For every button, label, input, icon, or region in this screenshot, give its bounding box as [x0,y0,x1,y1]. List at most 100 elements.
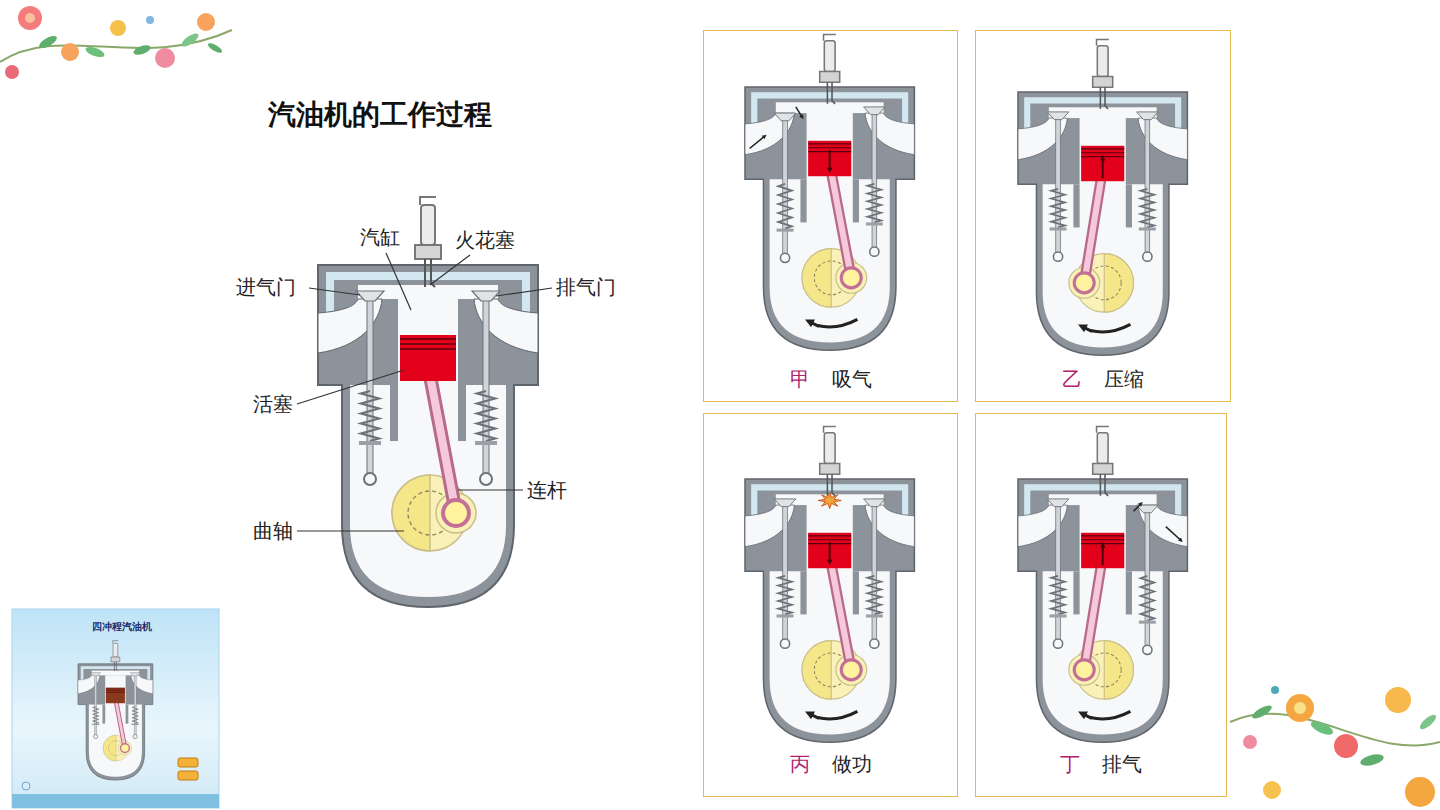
engine-part [113,643,118,657]
engine-part [783,500,788,640]
drawing-part [1271,686,1279,694]
engine-part [830,556,852,670]
panel-caption: 乙压缩 [976,367,1230,391]
engine-part [805,319,815,327]
engine-part [866,614,883,617]
engine-part [361,391,379,441]
engine-part [1056,113,1061,253]
engine-part [824,35,836,41]
panel-caption: 丙做功 [704,752,957,776]
engine-part [1084,169,1102,283]
engine-part [1100,155,1105,161]
engine-part [134,673,136,735]
engine-part [475,441,497,445]
engine-part [778,184,792,229]
drawing-part [1334,734,1358,758]
engine-part [1139,227,1156,230]
engine-part [118,741,132,755]
engine-part [115,698,125,748]
engine-part [870,639,879,648]
drawing-part [178,771,198,780]
engine-part [1050,614,1067,617]
engine-part [428,365,456,513]
drawing-part [458,489,523,490]
panel-letter: 甲 [790,367,810,391]
engine-part [1074,660,1094,680]
engine-part [853,571,859,614]
drawing-part [146,16,154,24]
engine-part [477,391,495,441]
engine-part [1093,77,1113,88]
engine-part [1140,189,1154,228]
engine-part [111,657,120,662]
engine-part [436,493,476,533]
engine-part [1178,537,1183,542]
engine-part [1069,267,1100,298]
engine-part [1104,254,1133,313]
engine-part [115,698,125,748]
engine-part [1102,159,1104,178]
engine-part [95,673,97,735]
engine-part [799,114,803,119]
drawing-part [309,288,360,295]
engine-part [805,711,815,719]
engine-part [131,724,138,725]
engine-part [1073,571,1079,614]
engine-part [820,72,840,83]
engine-part [1138,502,1143,507]
engine-part [392,475,430,551]
engine-part [1139,621,1156,624]
engine-part [1100,542,1105,548]
engine-part [472,291,500,301]
engine-part [836,262,867,293]
drawing-part [1405,777,1435,807]
engine-part [114,662,117,672]
engine-figure [1018,40,1187,356]
engine-part [1047,112,1069,120]
engine-part [1166,527,1180,540]
engine-part [867,576,881,615]
drawing-part [1309,718,1335,737]
engine-part [94,735,98,739]
engine-part [777,229,794,232]
engine-part [800,571,806,614]
engine-part [91,673,101,676]
engine-part [841,268,861,288]
engine-part [818,492,841,508]
engine-part [774,499,796,507]
drawing-part [61,43,79,61]
drawing-part [1286,694,1314,722]
engine-part [1084,169,1102,283]
stroke-panel: 乙压缩 [975,30,1231,402]
engine-part [817,711,857,719]
drawing-part [37,34,58,51]
engine-part [817,319,857,327]
panel-letter: 乙 [1062,367,1082,391]
engine-part [356,291,384,301]
engine-part [1097,46,1108,77]
engine-part [480,473,492,485]
engine-part [827,82,835,104]
engine-part [824,433,835,464]
engine-part [1100,87,1108,109]
engine-part [1126,184,1132,227]
stroke-panel: 丙做功 [703,413,958,797]
engine-part [1137,112,1159,120]
engine-part [1126,571,1132,614]
engine-part [92,724,99,725]
drawing-part [110,20,126,36]
engine-part [829,150,831,169]
drawing-part [18,6,42,30]
engine-part [778,576,792,615]
engine-part [1143,645,1152,654]
engine-part [1074,273,1094,293]
flower-garland [1230,686,1440,807]
drawing-part [297,370,404,404]
thumbnail-frame [12,609,219,808]
drawing-part [197,13,215,31]
engine-part [1140,576,1154,621]
engine-part [421,205,435,245]
panel-letter: 丁 [1060,752,1080,776]
engine-part [1053,252,1062,261]
engine-part [866,222,883,225]
